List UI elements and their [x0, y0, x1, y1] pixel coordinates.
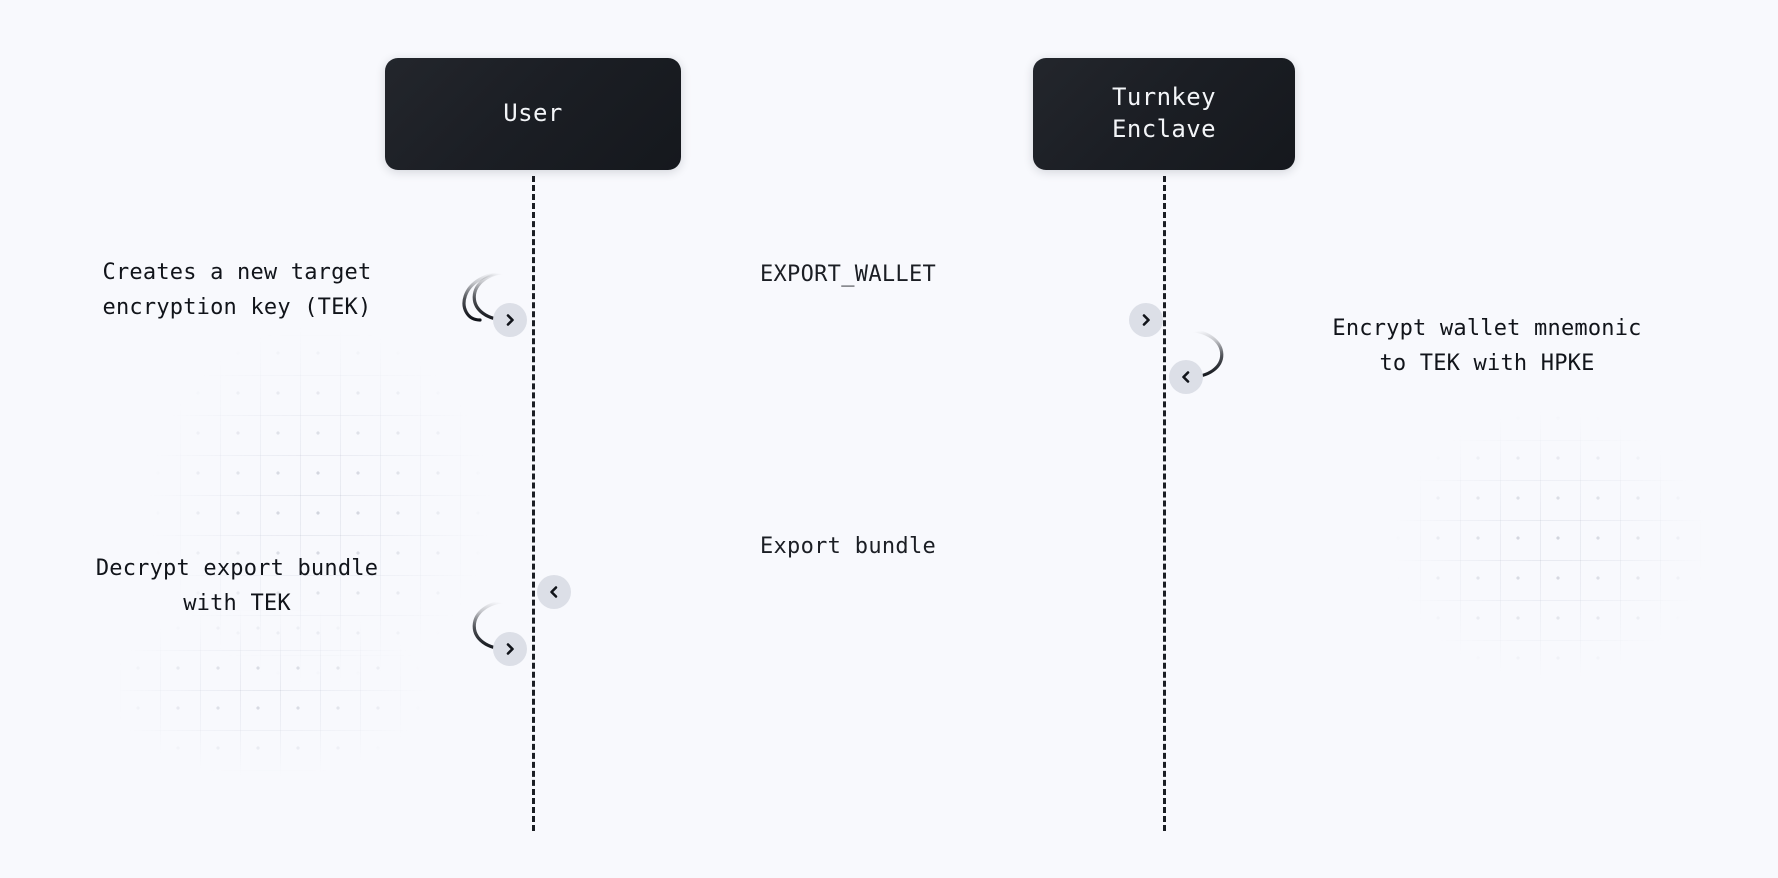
chevron-left-icon-encrypt-mnemonic — [1169, 360, 1203, 394]
participant-label-enclave: Turnkey Enclave — [1112, 83, 1216, 143]
note-create-tek: Creates a new target encryption key (TEK… — [102, 260, 372, 320]
note-encrypt-mnemonic: Encrypt wallet mnemonic to TEK with HPKE — [1332, 316, 1642, 376]
chevron-right-icon-decrypt-bundle — [493, 632, 527, 666]
participant-label-user: User — [503, 99, 563, 128]
participant-box-enclave[interactable]: Turnkey Enclave — [1033, 58, 1295, 170]
chevron-right-icon-create-tek — [493, 303, 527, 337]
chevron-left-icon-export-bundle — [537, 575, 571, 609]
chevron-right-icon-export-wallet — [1129, 303, 1163, 337]
lifeline-user — [532, 176, 535, 831]
message-label-export-wallet: EXPORT_WALLET — [759, 262, 937, 287]
lifeline-enclave — [1163, 176, 1166, 831]
participant-box-user[interactable]: User — [385, 58, 681, 170]
message-label-export-bundle: Export bundle — [759, 534, 937, 559]
note-decrypt-bundle: Decrypt export bundle with TEK — [95, 556, 379, 616]
